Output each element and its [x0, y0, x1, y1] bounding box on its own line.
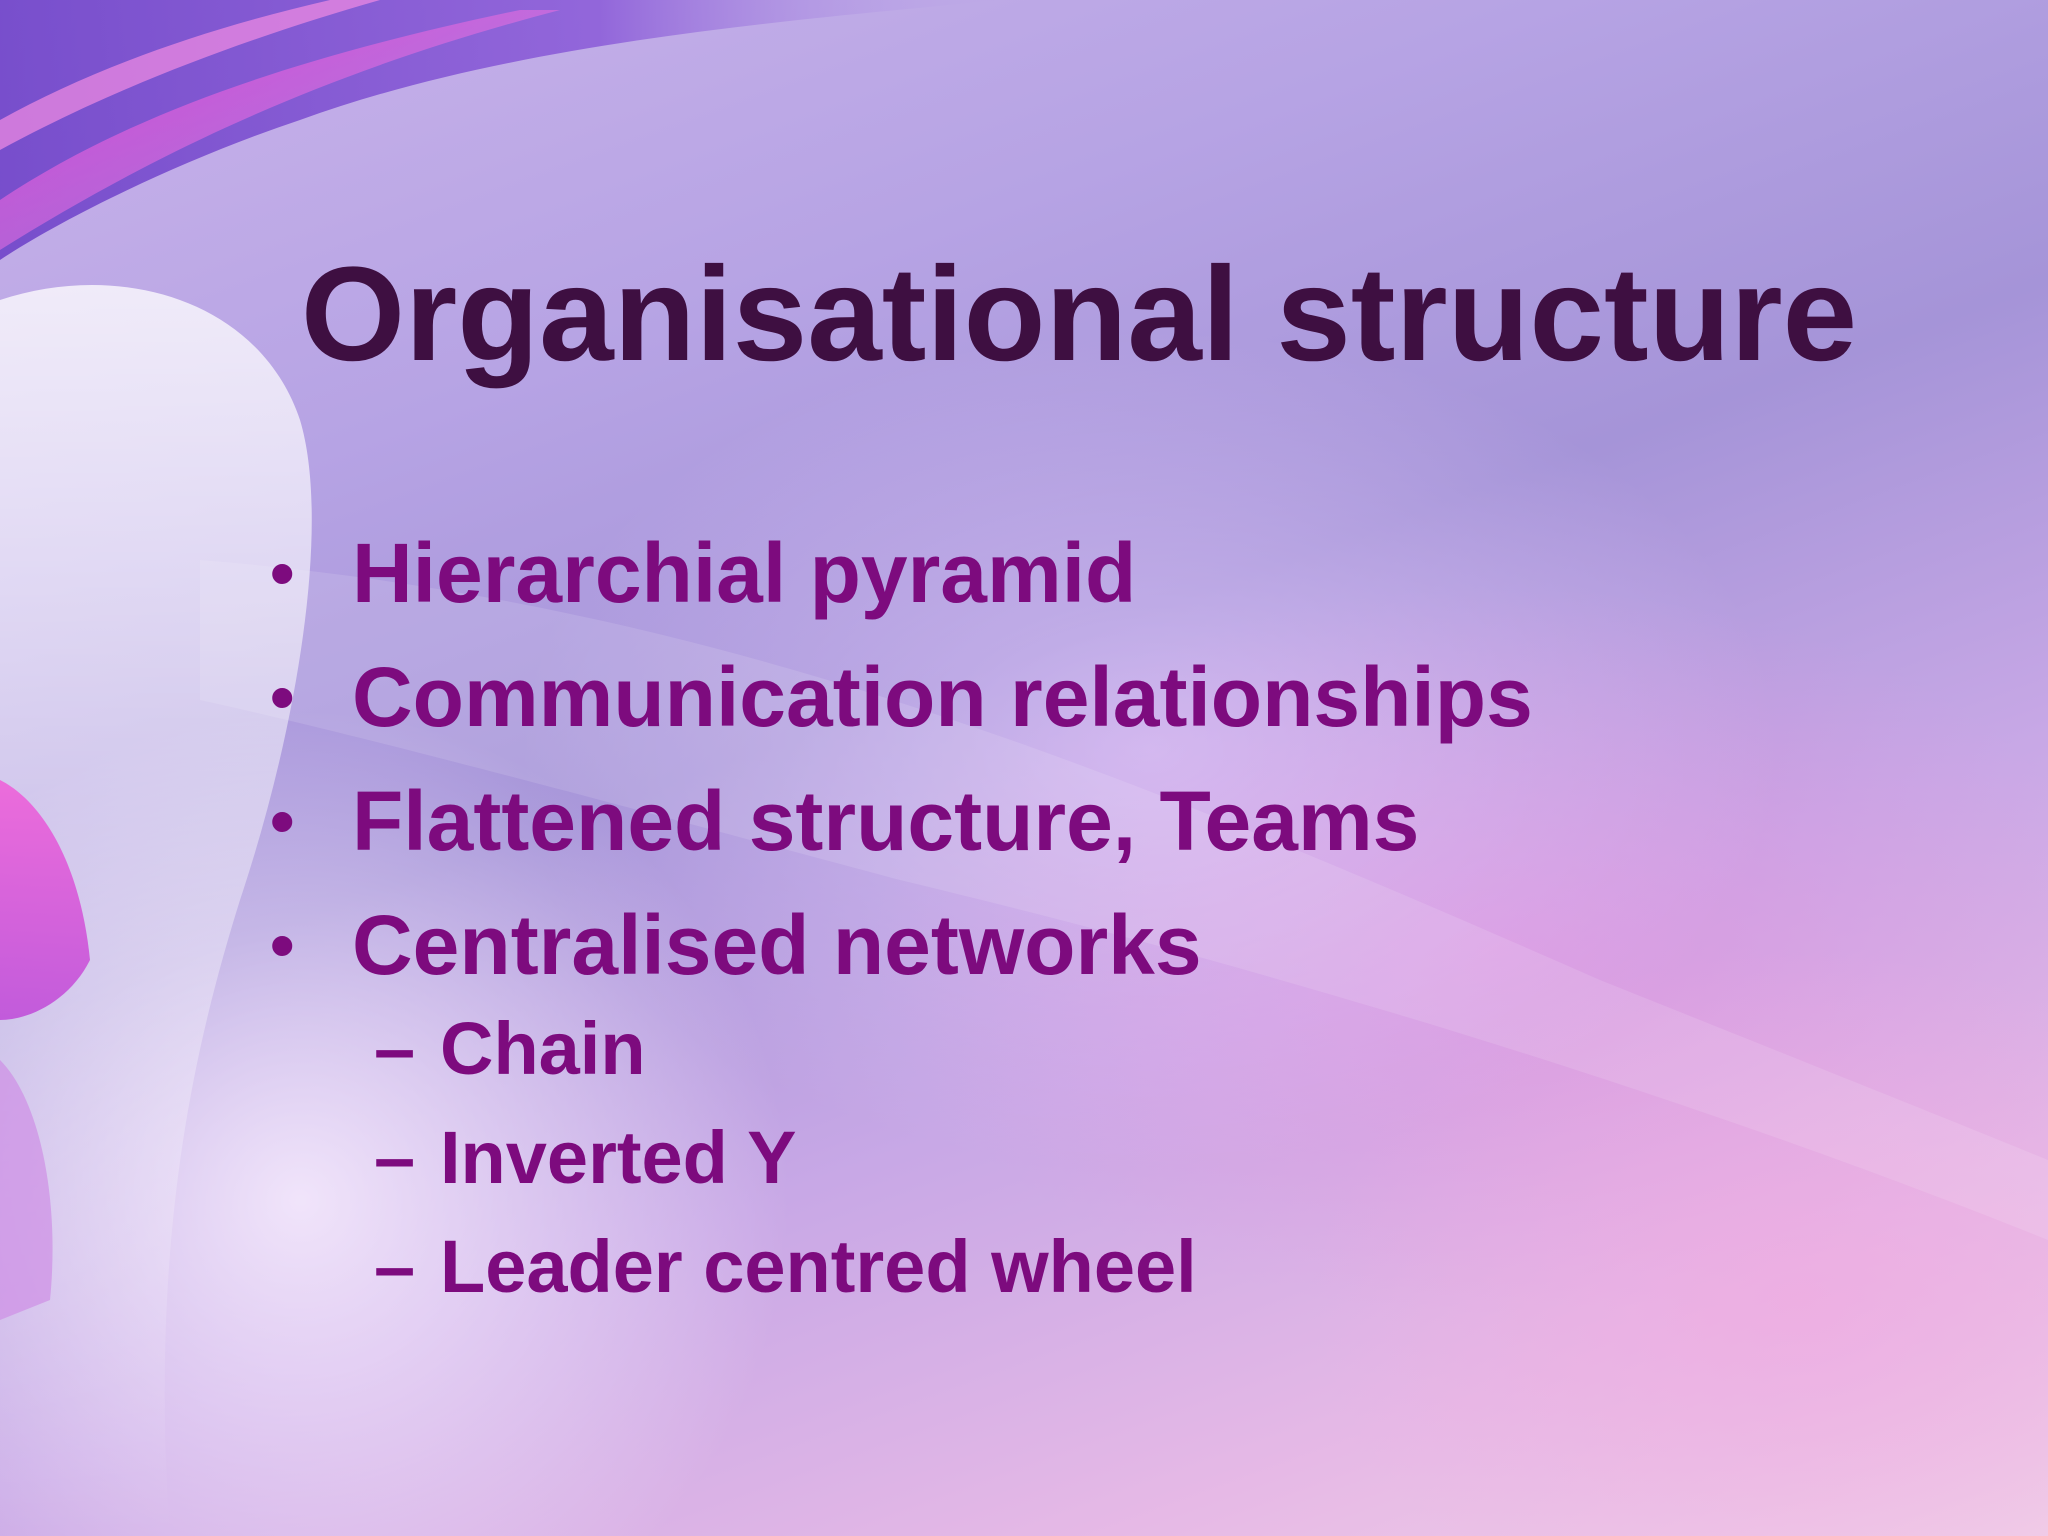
sub-bullet-marker: – [374, 1225, 416, 1308]
bullet-marker: • [270, 782, 295, 860]
sub-bullet-text: Leader centred wheel [440, 1225, 1197, 1308]
bullet-text: Centralised networks [352, 898, 1202, 992]
sub-bullet-text: Inverted Y [440, 1116, 797, 1199]
bullet-marker: • [270, 906, 295, 984]
bullet-marker: • [270, 534, 295, 612]
bullet-text: Communication relationships [352, 650, 1533, 744]
bullet-text: Hierarchial pyramid [352, 526, 1137, 620]
slide-title: Organisational structure [300, 240, 1858, 389]
bullet-text: Flattened structure, Teams [352, 774, 1420, 868]
sub-bullet-marker: – [374, 1007, 416, 1090]
sub-bullet-text: Chain [440, 1007, 646, 1090]
sub-bullet-marker: – [374, 1116, 416, 1199]
bullet-marker: • [270, 658, 295, 736]
